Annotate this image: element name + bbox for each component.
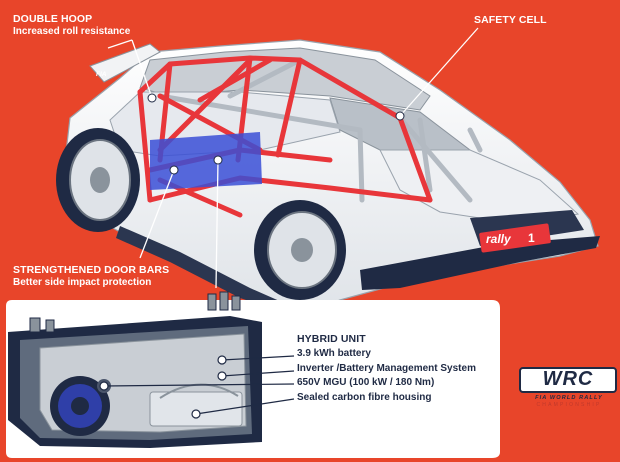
- door-bars-subtitle: Better side impact protection: [13, 277, 152, 289]
- hybrid-unit-title: HYBRID UNIT: [297, 333, 366, 345]
- wrc-tagline: FIA WORLD RALLY: [535, 395, 603, 401]
- leader-lines: [107, 27, 479, 289]
- wrc-logo: WRC: [520, 367, 616, 391]
- hybrid-item-mgu: 650V MGU (100 kW / 180 Nm): [297, 377, 435, 389]
- hybrid-item-inverter: Inverter /Battery Management System: [297, 362, 476, 374]
- battery-outline: [150, 132, 262, 190]
- double-hoop-title: DOUBLE HOOP: [13, 13, 93, 25]
- wrc-tagline-championship: CHAMPIONSHIP: [536, 402, 602, 408]
- door-bars-title: STRENGTHENED DOOR BARS: [13, 264, 170, 276]
- fia-badge: FIA: [96, 71, 107, 78]
- rally-plate-number: 1: [528, 231, 535, 245]
- wrc-logo-mark: [519, 367, 617, 393]
- double-hoop-subtitle: Increased roll resistance: [13, 26, 131, 38]
- hybrid-item-battery: 3.9 kWh battery: [297, 348, 371, 360]
- safety-cell-label: SAFETY CELL: [474, 14, 547, 27]
- hybrid-unit-label: HYBRID UNIT 3.9 kWh battery Inverter /Ba…: [297, 333, 476, 406]
- rally-plate-text: rally: [486, 232, 511, 246]
- hybrid-item-housing: Sealed carbon fibre housing: [297, 391, 432, 403]
- safety-cell-title: SAFETY CELL: [474, 14, 547, 26]
- wrc-logo-text: WRC: [542, 368, 594, 390]
- double-hoop-label: DOUBLE HOOP Increased roll resistance: [13, 13, 130, 39]
- door-bars-label: STRENGTHENED DOOR BARS Better side impac…: [13, 264, 169, 290]
- hybrid-panel: [6, 291, 500, 458]
